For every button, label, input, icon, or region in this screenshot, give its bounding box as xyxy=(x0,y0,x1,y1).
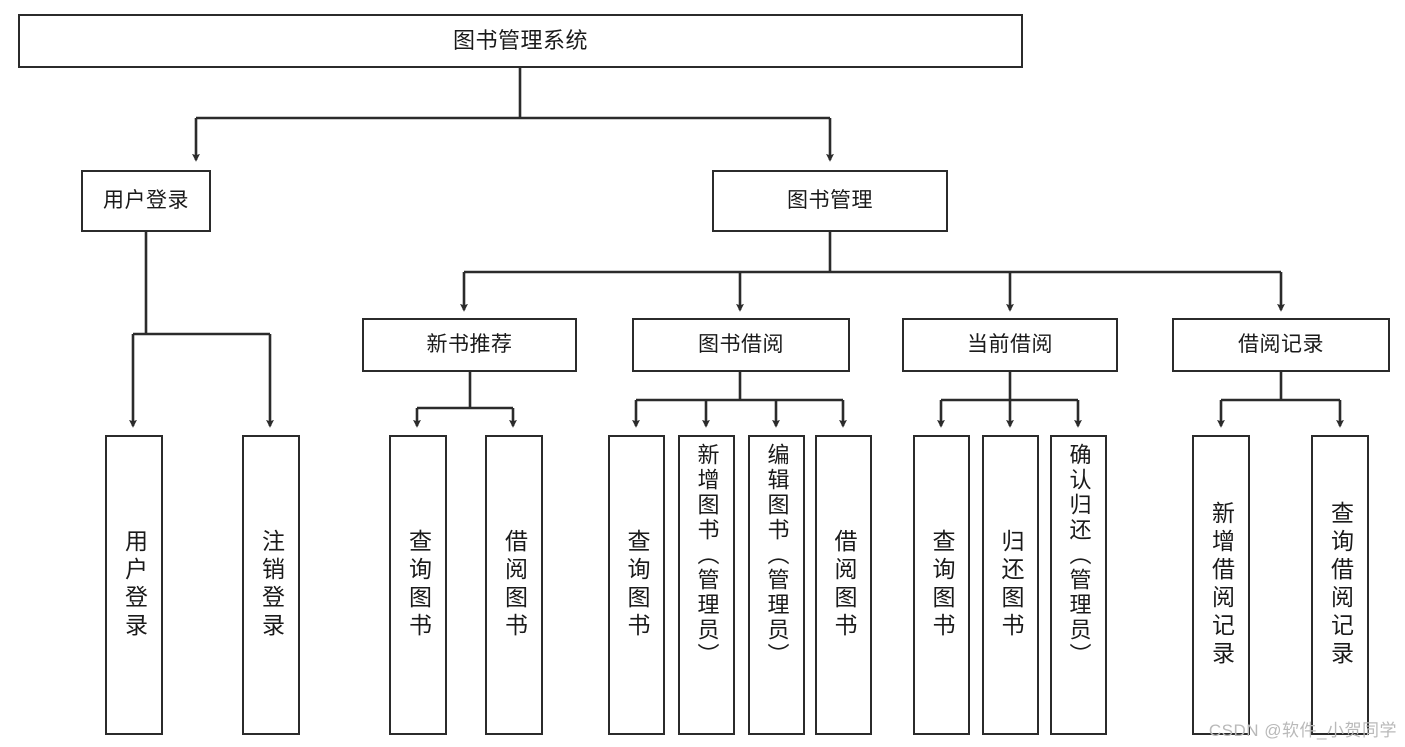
leaf-borrow-book[interactable]: 借阅图书 xyxy=(815,435,872,735)
node-label: 用户登录 xyxy=(103,188,189,212)
node-label: 当前借阅 xyxy=(967,332,1053,356)
node-label: 借阅记录 xyxy=(1238,332,1324,356)
node-label: 图书管理 xyxy=(787,188,873,212)
node-book-borrow[interactable]: 图书借阅 xyxy=(632,318,850,372)
leaf-return-book[interactable]: 归还图书 xyxy=(982,435,1039,735)
leaf-add-book-admin[interactable]: 新增图书（管理员） xyxy=(678,435,735,735)
node-label: 图书管理系统 xyxy=(452,28,588,54)
leaf-edit-book-admin[interactable]: 编辑图书（管理员） xyxy=(748,435,805,735)
node-label: 借阅图书 xyxy=(831,529,857,641)
node-label: 借阅图书 xyxy=(501,529,528,641)
node-label: 归还图书 xyxy=(998,529,1024,641)
node-label: 图书借阅 xyxy=(698,332,784,356)
node-label: 查询图书 xyxy=(405,529,432,641)
node-label: 注销登录 xyxy=(258,529,285,641)
leaf-logout[interactable]: 注销登录 xyxy=(242,435,300,735)
leaf-user-login[interactable]: 用户登录 xyxy=(105,435,163,735)
node-label: 新书推荐 xyxy=(426,332,513,356)
node-book-management[interactable]: 图书管理 xyxy=(712,170,948,232)
node-borrow-record[interactable]: 借阅记录 xyxy=(1172,318,1390,372)
leaf-query-book-recommend[interactable]: 查询图书 xyxy=(389,435,447,735)
leaf-borrow-book-recommend[interactable]: 借阅图书 xyxy=(485,435,543,735)
leaf-add-borrow-record[interactable]: 新增借阅记录 xyxy=(1192,435,1250,735)
leaf-confirm-return-admin[interactable]: 确认归还（管理员） xyxy=(1050,435,1107,735)
watermark-text: CSDN @软件_小贺同学 xyxy=(1208,721,1397,740)
node-label: 新增图书（管理员） xyxy=(694,443,720,668)
node-label: 编辑图书（管理员） xyxy=(764,443,790,668)
node-new-book-recommend[interactable]: 新书推荐 xyxy=(362,318,577,372)
leaf-query-borrow-record[interactable]: 查询借阅记录 xyxy=(1311,435,1369,735)
node-root-book-management-system[interactable]: 图书管理系统 xyxy=(18,14,1023,68)
node-user-login[interactable]: 用户登录 xyxy=(81,170,211,232)
node-label: 新增借阅记录 xyxy=(1208,501,1235,669)
node-label: 用户登录 xyxy=(121,529,148,641)
node-label: 查询图书 xyxy=(929,529,955,641)
node-label: 查询图书 xyxy=(624,529,650,641)
leaf-query-book-borrow[interactable]: 查询图书 xyxy=(608,435,665,735)
node-current-borrow[interactable]: 当前借阅 xyxy=(902,318,1118,372)
node-label: 确认归还（管理员） xyxy=(1066,443,1092,668)
leaf-query-book-current[interactable]: 查询图书 xyxy=(913,435,970,735)
node-label: 查询借阅记录 xyxy=(1327,501,1354,669)
